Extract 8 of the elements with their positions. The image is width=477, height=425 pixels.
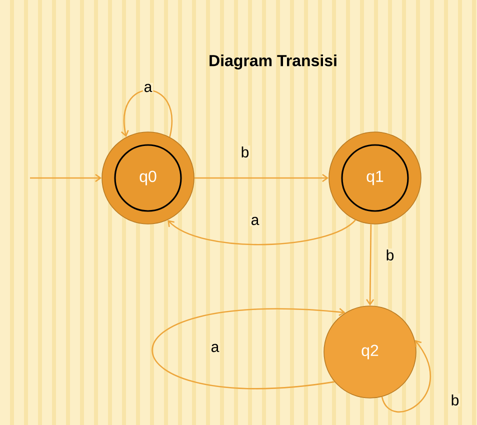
arrow — [30, 174, 102, 182]
title: Diagram Transisi — [210, 54, 336, 70]
arrow — [381, 340, 431, 412]
arrow — [366, 224, 374, 306]
arrow — [168, 220, 356, 246]
arrow — [152, 308, 346, 389]
arrow — [194, 174, 329, 182]
arrow — [121, 90, 172, 138]
